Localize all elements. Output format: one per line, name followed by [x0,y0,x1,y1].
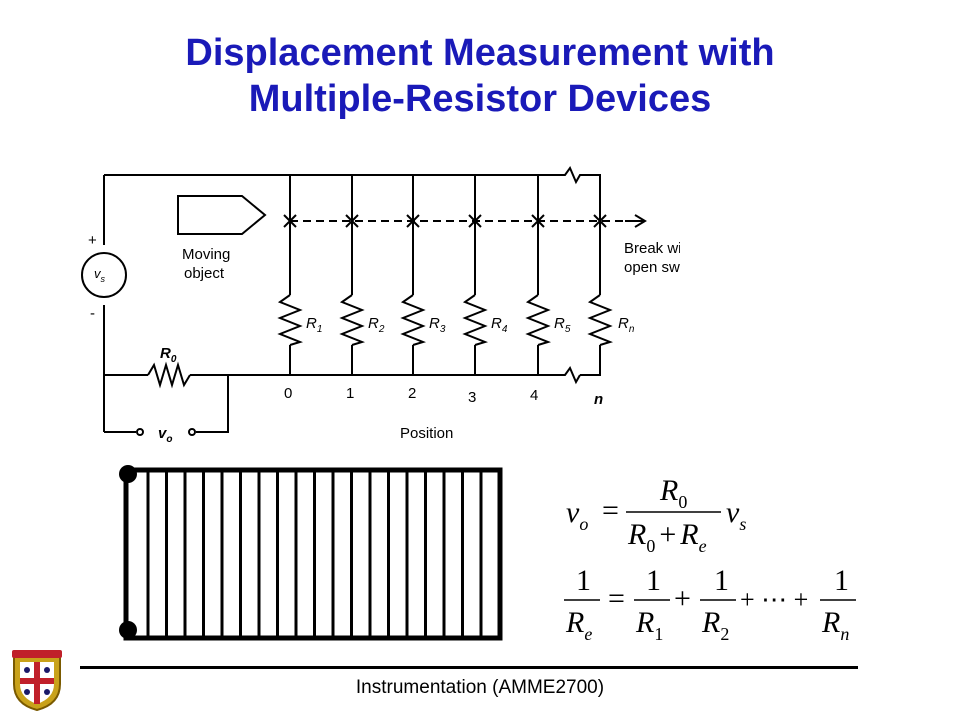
svg-text:R0+Re: R0+Re [627,518,707,556]
minus-sign: - [90,305,95,322]
resistor-ladder-figure [119,465,503,641]
svg-text:0: 0 [284,385,292,402]
svg-text:Re: Re [565,606,592,644]
footer-divider [80,666,858,669]
svg-text:R5: R5 [554,315,571,335]
moving-object-shape [177,195,267,235]
svg-text:1: 1 [576,564,591,597]
moving-object-label-1: Moving [182,246,230,263]
svg-text:+: + [674,582,691,615]
svg-text:Rn: Rn [618,315,635,335]
svg-text:1: 1 [646,564,661,597]
svg-text:=: = [608,582,625,615]
svg-text:R2: R2 [368,315,385,335]
svg-text:R0: R0 [659,474,687,512]
svg-text:R2: R2 [701,606,729,644]
voltage-source [81,252,127,298]
svg-text:R1: R1 [635,606,663,644]
university-crest-logo [12,650,62,712]
title-line-1: Displacement Measurement with [185,32,775,74]
svg-text:R4: R4 [491,315,508,335]
svg-text:R3: R3 [429,315,446,335]
svg-text:4: 4 [530,387,538,404]
svg-text:R1: R1 [306,315,322,335]
moving-object-label-2: object [184,265,225,282]
svg-text:vo: vo [566,496,588,534]
svg-text:vo: vo [158,425,172,445]
svg-text:1: 1 [714,564,729,597]
resistor-r0 [147,361,191,389]
svg-text:2: 2 [408,385,416,402]
equations: vo = R0 R0+Re vs 1 Re = 1 R1 + 1 R2 + ⋯ … [564,474,856,644]
title-line-2: Multiple-Resistor Devices [248,78,712,120]
svg-text:vs: vs [726,496,746,534]
position-label: Position [400,425,453,442]
break-label-2: open switch [624,259,680,276]
break-label-1: Break wire or [624,240,680,257]
circuit-diagram: + - vs Moving object Break wire or open … [81,165,680,445]
svg-text:1: 1 [834,564,849,597]
svg-text:Rn: Rn [821,606,849,644]
svg-text:+ ⋯ +: + ⋯ + [740,585,808,614]
svg-text:=: = [602,494,619,527]
svg-text:3: 3 [468,389,476,406]
plus-sign: + [88,232,97,249]
slide-title: Displacement Measurement with Multiple-R… [0,30,960,122]
svg-text:vs: vs [94,266,106,284]
svg-text:R0: R0 [160,345,177,365]
footer-course-label: Instrumentation (AMME2700) [355,677,605,698]
svg-text:1: 1 [346,385,354,402]
svg-text:n: n [594,391,603,408]
